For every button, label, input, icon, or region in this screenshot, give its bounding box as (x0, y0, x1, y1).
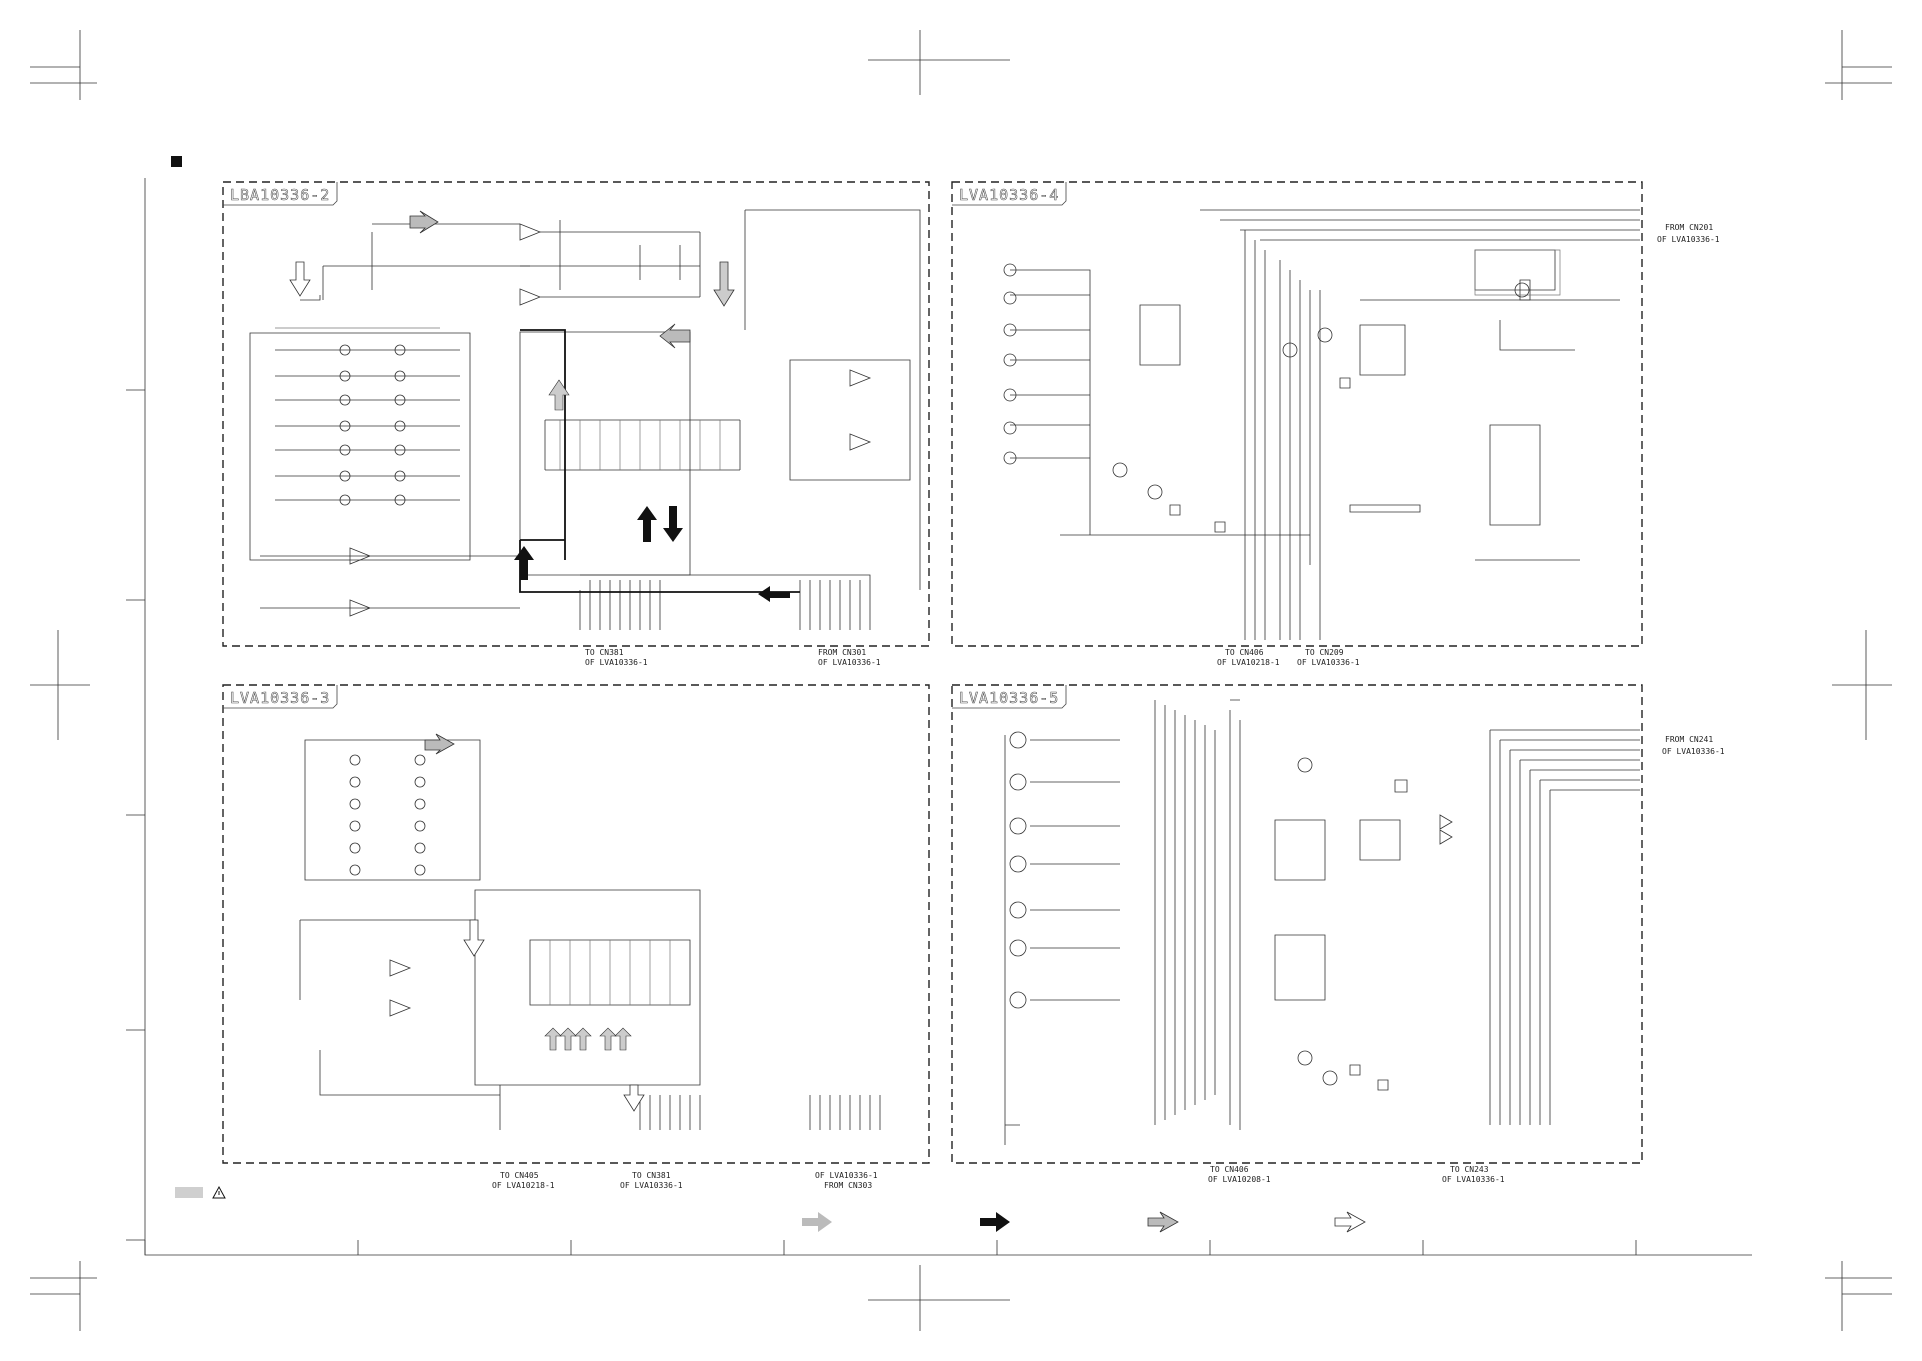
crop-marks (30, 30, 1892, 1331)
legend-swatch (175, 1187, 203, 1198)
section-lva10336-3: LVA10336-3 (222, 684, 930, 1164)
connector-label: TO CN381 (632, 1171, 671, 1180)
connector-label: OF LVA10336-1 (815, 1171, 878, 1180)
connector-label: OF LVA10208-1 (1208, 1175, 1271, 1184)
circuit-lva10336-5: FROM CN241 OF LVA10336-1 TO CN406 OF LVA… (1004, 699, 1725, 1184)
circuit-lva10336-3: TO CN405 OF LVA10218-1 TO CN381 OF LVA10… (299, 733, 881, 1190)
connector-label: TO CN405 (500, 1171, 539, 1180)
section-lva10336-5: LVA10336-5 (951, 684, 1643, 1164)
connector-label: OF LVA10336-1 (818, 658, 881, 667)
connector-label: OF LVA10218-1 (492, 1181, 555, 1190)
connector-label: FROM CN303 (824, 1181, 872, 1190)
section-lba10336-2: LBA10336-2 (222, 181, 930, 647)
connector-label: TO CN406 (1210, 1165, 1249, 1174)
connector-label: OF LVA10336-1 (1297, 658, 1360, 667)
gray-arrow-icon (802, 1212, 832, 1232)
grid-frame (126, 178, 1752, 1256)
legend (175, 1185, 1366, 1233)
warning-triangle-icon (212, 1185, 226, 1199)
connector-label: TO CN209 (1305, 648, 1344, 657)
white-outline-arrow-icon (1334, 1211, 1366, 1233)
circuit-lba10336-2: TO CN381 OF LVA10336-1 FROM CN301 OF LVA… (249, 209, 921, 667)
section-lva10336-4: LVA10336-4 (951, 181, 1643, 647)
gray-outline-arrow-icon (1147, 1211, 1179, 1233)
section-title: LVA10336-5 (959, 689, 1059, 707)
connector-label: TO CN406 (1225, 648, 1264, 657)
section-title: LVA10336-4 (959, 186, 1059, 204)
connector-label: FROM CN201 (1665, 223, 1713, 232)
connector-label: OF LVA10218-1 (1217, 658, 1280, 667)
connector-label: OF LVA10336-1 (1662, 747, 1725, 756)
connector-label: TO CN381 (585, 648, 624, 657)
connector-label: FROM CN241 (1665, 735, 1713, 744)
connector-label: TO CN243 (1450, 1165, 1489, 1174)
connector-label: FROM CN301 (818, 648, 866, 657)
section-title: LVA10336-3 (230, 689, 330, 707)
connector-label: OF LVA10336-1 (585, 658, 648, 667)
circuit-lva10336-4: FROM CN201 OF LVA10336-1 TO CN406 OF LVA… (1003, 209, 1720, 667)
header-square (171, 156, 182, 167)
connector-label: OF LVA10336-1 (1657, 235, 1720, 244)
black-arrow-icon (980, 1212, 1010, 1232)
section-title: LBA10336-2 (230, 186, 330, 204)
connector-label: OF LVA10336-1 (620, 1181, 683, 1190)
connector-label: OF LVA10336-1 (1442, 1175, 1505, 1184)
